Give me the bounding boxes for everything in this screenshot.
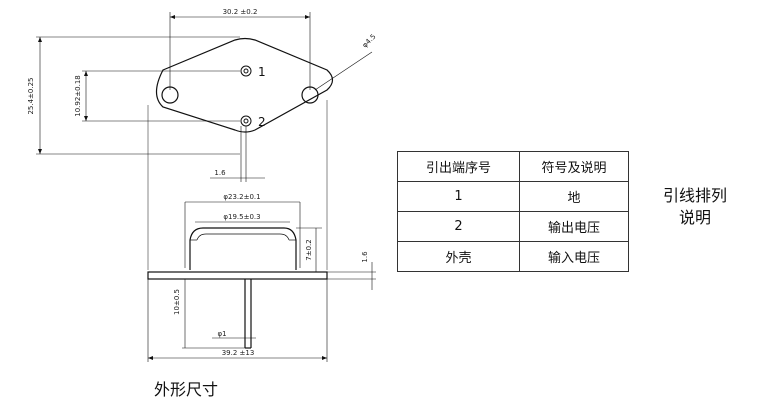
case-outline <box>155 37 334 133</box>
pin-1-label: 1 <box>258 65 266 79</box>
pin-1 <box>240 65 252 77</box>
header-symbol-description: 符号及说明 <box>519 151 629 182</box>
header-pin-number: 引出端序号 <box>397 151 520 182</box>
cell-pin: 1 <box>397 181 520 212</box>
pin-arrangement-note: 引线排列 说明 <box>645 185 745 229</box>
case-body <box>189 227 297 270</box>
cell-description: 输入电压 <box>519 241 629 272</box>
cell-description: 地 <box>519 181 629 212</box>
table-row: 2 输出电压 <box>397 211 629 242</box>
cell-pin: 2 <box>397 211 520 242</box>
cell-pin: 外壳 <box>397 241 520 272</box>
table-row: 外壳 输入电压 <box>397 241 629 272</box>
dim-total-length: 39.2 ±13 <box>222 349 255 357</box>
table-row: 1 地 <box>397 181 629 212</box>
flange <box>147 271 328 280</box>
dim-pin-spacing: 10.92±0.18 <box>74 75 82 117</box>
cell-description: 输出电压 <box>519 211 629 242</box>
dim-flange-thickness: 1.6 <box>361 251 369 263</box>
table-header-row: 引出端序号 符号及说明 <box>397 151 629 182</box>
dim-top-width: 30.2 ±0.2 <box>223 8 258 16</box>
dim-body-height: 7±0.2 <box>305 239 313 260</box>
pin-assignment-table: 引出端序号 符号及说明 1 地 2 输出电压 外壳 输入电压 <box>397 151 629 272</box>
pin-2-label: 2 <box>258 115 266 129</box>
dim-outer-diameter: φ23.2±0.1 <box>223 193 260 201</box>
note-line-2: 说明 <box>678 208 711 227</box>
pin-2 <box>240 115 252 127</box>
dim-hole-diameter: φ4.5 <box>361 33 378 50</box>
dim-pin-length: 10±0.5 <box>173 289 181 315</box>
top-view: 30.2 ±0.2 φ4.5 25.4±0.25 10.92±0.18 1.6 … <box>27 8 378 182</box>
note-line-1: 引线排列 <box>662 186 727 205</box>
dim-pin-offset: 1.6 <box>214 169 226 177</box>
outline-dimensions-caption: 外形尺寸 <box>154 380 219 399</box>
side-view: φ23.2±0.1 φ19.5±0.3 7±0.2 1.6 10±0.5 φ1 <box>147 100 376 362</box>
dim-inner-diameter: φ19.5±0.3 <box>223 213 260 221</box>
dim-pin-diameter: φ1 <box>217 330 226 338</box>
dim-height: 25.4±0.25 <box>27 77 35 114</box>
